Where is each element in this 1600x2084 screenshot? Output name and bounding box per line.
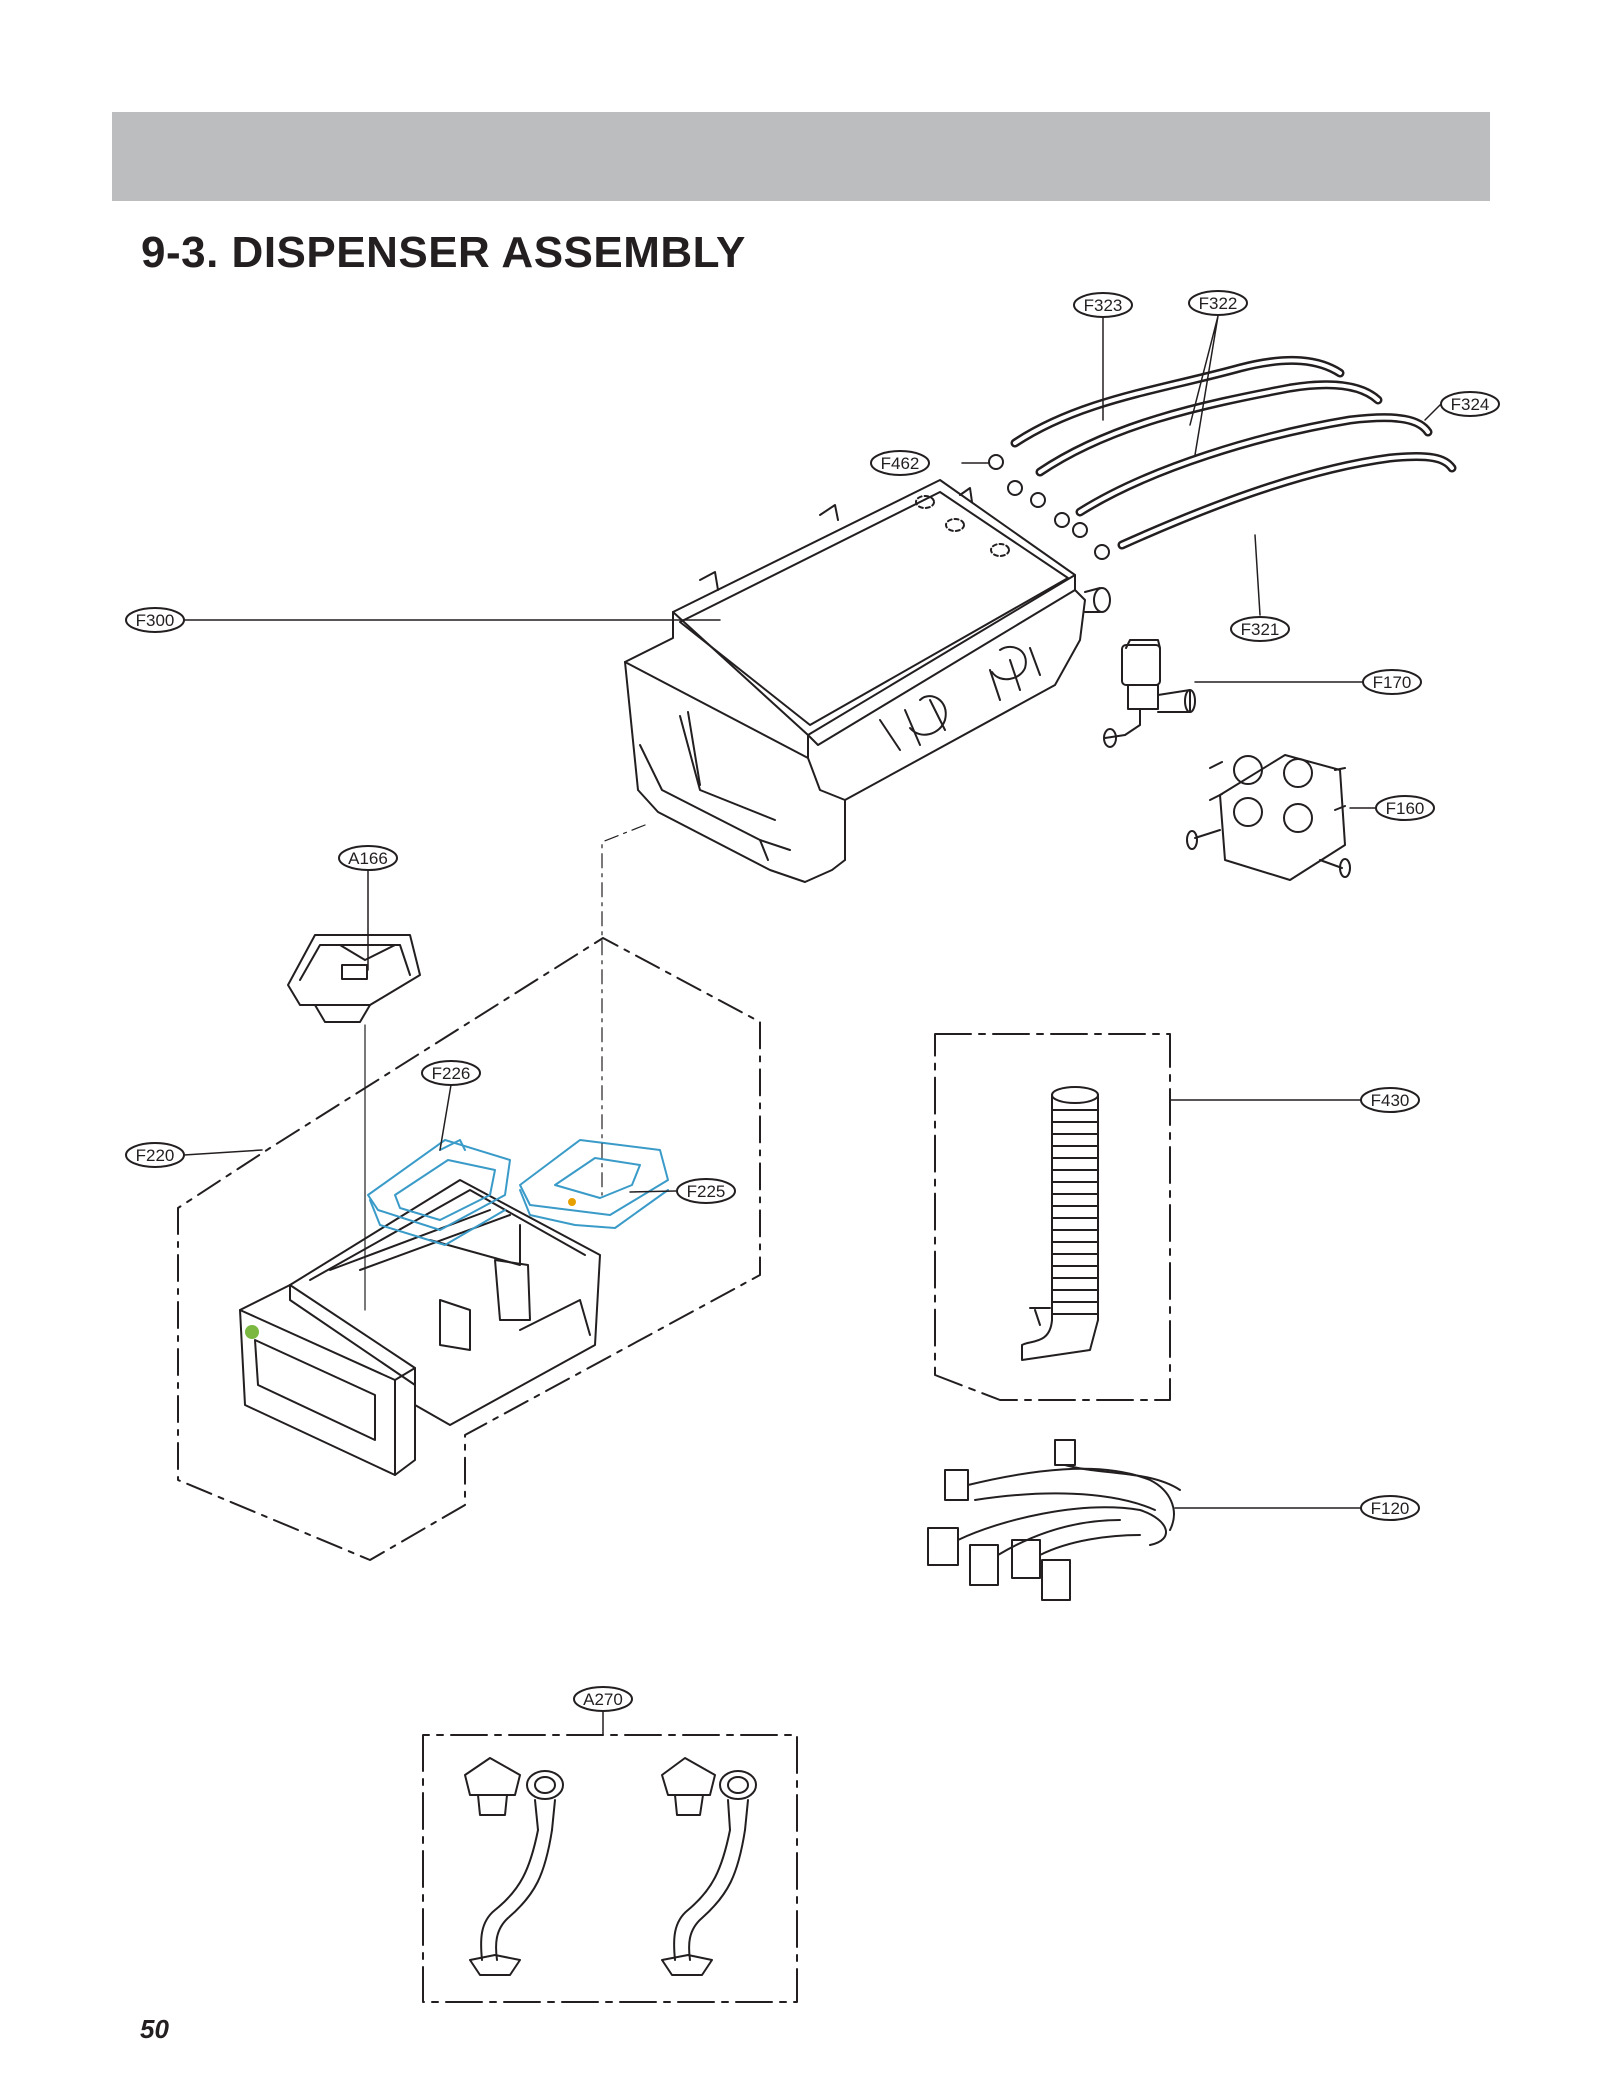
wire-harness <box>927 1439 1181 1601</box>
softener-insert <box>367 1139 511 1246</box>
callout-a166: A166 <box>338 845 398 871</box>
page-number: 50 <box>140 2014 169 2044</box>
drain-hose-group <box>934 1033 1171 1401</box>
inlet-hose-group <box>422 1734 798 2003</box>
svg-text:A166: A166 <box>348 849 388 868</box>
drawer-group-boundary <box>177 937 761 1561</box>
callout-f225: F225 <box>676 1178 736 1204</box>
svg-text:F321: F321 <box>1241 620 1280 639</box>
inlet-valve-quad <box>1186 754 1351 881</box>
svg-text:F462: F462 <box>881 454 920 473</box>
callout-f300: F300 <box>125 607 185 633</box>
svg-text:F323: F323 <box>1084 296 1123 315</box>
callout-f462: F462 <box>870 450 930 476</box>
page-title: 9-3. DISPENSER ASSEMBLY <box>141 228 746 277</box>
callout-f322: F322 <box>1188 290 1248 316</box>
inlet-valve-single <box>1103 639 1196 748</box>
svg-text:F160: F160 <box>1386 799 1425 818</box>
callout-f120: F120 <box>1360 1495 1420 1521</box>
callout-f220: F220 <box>125 1142 185 1168</box>
highlighted-inserts <box>367 1139 669 1246</box>
svg-text:F170: F170 <box>1373 673 1412 692</box>
svg-text:F324: F324 <box>1451 395 1490 414</box>
svg-text:F220: F220 <box>136 1146 175 1165</box>
callout-f430: F430 <box>1360 1087 1420 1113</box>
callout-f226: F226 <box>421 1060 481 1086</box>
callout-a270: A270 <box>573 1686 633 1712</box>
callout-f324: F324 <box>1440 391 1500 417</box>
svg-text:F300: F300 <box>136 611 175 630</box>
bleach-insert <box>519 1139 669 1229</box>
callout-f170: F170 <box>1362 669 1422 695</box>
svg-text:F120: F120 <box>1371 1499 1410 1518</box>
inlet-hoses <box>988 355 1457 560</box>
dispenser-housing <box>624 479 1111 883</box>
callout-f321: F321 <box>1230 616 1290 642</box>
lg-logo-icon <box>245 1325 259 1339</box>
svg-text:F225: F225 <box>687 1182 726 1201</box>
svg-text:A270: A270 <box>583 1690 623 1709</box>
header-band <box>112 112 1490 201</box>
callout-f160: F160 <box>1375 795 1435 821</box>
callout-f323: F323 <box>1073 292 1133 318</box>
svg-text:F226: F226 <box>432 1064 471 1083</box>
svg-text:F322: F322 <box>1199 294 1238 313</box>
svg-text:F430: F430 <box>1371 1091 1410 1110</box>
leader-lines <box>183 315 1442 1736</box>
drawer-cap <box>287 934 421 1023</box>
